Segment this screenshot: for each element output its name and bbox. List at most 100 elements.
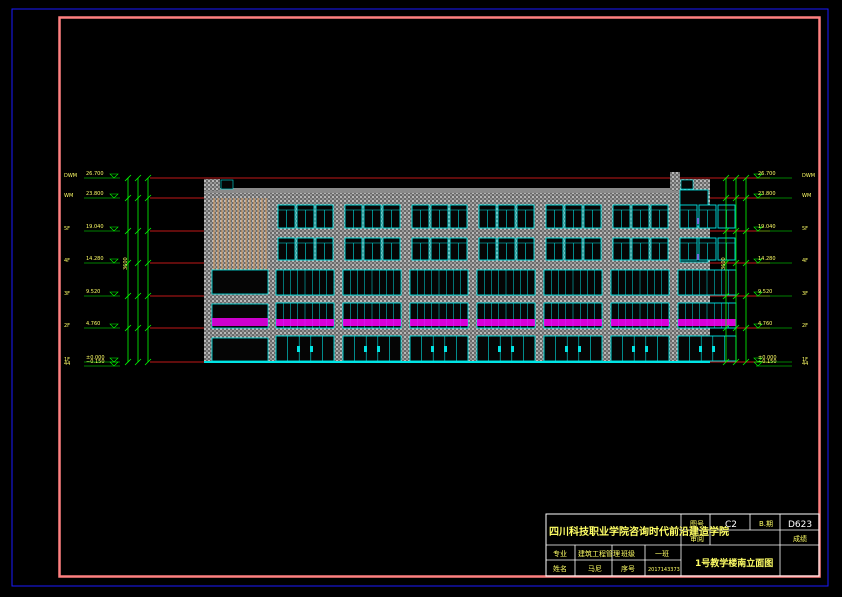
name-value: 马尼 [588, 565, 602, 573]
level-elevation: 23.800 [86, 191, 104, 197]
dimension-tick [144, 292, 152, 300]
door-handle [364, 346, 367, 352]
b-label: B.期 [759, 520, 773, 528]
level-elevation: 19.040 [758, 224, 776, 230]
storefront [610, 335, 670, 362]
balcony-rail [343, 319, 401, 326]
dimension-tick [134, 194, 142, 202]
level-name: 5F [802, 226, 808, 232]
major-value: 建筑工程管理 [578, 549, 620, 558]
dimension-tick [742, 358, 750, 366]
level-marker-icon [753, 323, 763, 329]
door-handle [712, 346, 715, 352]
level-marker-icon [109, 173, 119, 179]
door-handle [444, 346, 447, 352]
dimension-tick [134, 174, 142, 182]
dimension-tick [732, 358, 740, 366]
balcony-rail [678, 319, 736, 326]
level-name: WM [64, 193, 73, 199]
level-name: DWM [802, 173, 815, 179]
door-handle [377, 346, 380, 352]
dimension-tick [134, 227, 142, 235]
level-name: 2F [802, 323, 808, 329]
level-marker-icon [109, 291, 119, 297]
level-elevation: 26.700 [758, 171, 776, 177]
balcony-rail [611, 319, 669, 326]
level-marker-icon [109, 226, 119, 232]
dimension-tick [742, 259, 750, 267]
level-elevation: 4.760 [86, 321, 100, 327]
facade-elements [211, 179, 737, 362]
level-marker-icon [753, 258, 763, 264]
door-handle [565, 346, 568, 352]
door-handle [632, 346, 635, 352]
dimension-tick [144, 324, 152, 332]
dimension-tick [124, 324, 132, 332]
door-handle [431, 346, 434, 352]
door-handle [297, 346, 300, 352]
outer-frame [11, 8, 829, 587]
level-elevation: 26.700 [86, 171, 104, 177]
level-elevation: 9.520 [758, 289, 772, 295]
grade-value: 一班 [655, 549, 669, 558]
dimension-tick [722, 292, 730, 300]
door-handle [310, 346, 313, 352]
level-marker-icon [109, 193, 119, 199]
school-name: 四川科技职业学院咨询时代前沿建造学院 [549, 525, 729, 538]
roof-window [680, 179, 694, 190]
balcony-rail [212, 318, 268, 326]
level-name: 2F [64, 323, 70, 329]
dimension-tick [732, 174, 740, 182]
dimension-tick [732, 292, 740, 300]
level-marker-icon [753, 226, 763, 232]
shenyue-label: 审阅 [690, 534, 704, 543]
level-marker-icon [109, 258, 119, 264]
dimension-tick [144, 227, 152, 235]
level-marker-icon [109, 357, 119, 363]
building-elevation [204, 172, 737, 363]
dimension-mid-label: 3600 [123, 257, 129, 270]
page-border [58, 16, 821, 578]
balcony-rail [477, 319, 535, 326]
storefront [275, 335, 335, 362]
balcony-rail [276, 319, 334, 326]
seq-label: 序号 [621, 564, 635, 573]
ground-strip [204, 361, 710, 363]
dimension-tick [732, 227, 740, 235]
storefront [476, 335, 536, 362]
chengji-label: 成绩 [793, 534, 807, 543]
level-elevation: −0.150 [86, 359, 105, 365]
dimension-tick [134, 324, 142, 332]
balcony-rail [544, 319, 602, 326]
storefront [677, 335, 737, 362]
dimension-tick [732, 324, 740, 332]
door-handle [511, 346, 514, 352]
dimension-tick [732, 194, 740, 202]
tuhao-label: 图号 [690, 520, 704, 528]
roof-window [220, 179, 234, 190]
dimension-tick [144, 358, 152, 366]
level-name: 3F [64, 291, 70, 297]
level-elevation: 14.280 [758, 256, 776, 262]
level-elevation: 4.760 [758, 321, 772, 327]
storefront [409, 335, 469, 362]
dimension-tick [722, 227, 730, 235]
door-handle [578, 346, 581, 352]
level-elevation: −0.150 [758, 359, 777, 365]
dimension-tick [722, 358, 730, 366]
dimension-tick [742, 194, 750, 202]
dimension-tick [124, 227, 132, 235]
dimension-tick [124, 358, 132, 366]
dimension-tick [134, 292, 142, 300]
left-roof-block [204, 179, 220, 191]
dimension-tick [124, 194, 132, 202]
dimension-tick [124, 174, 132, 182]
level-elevation: ±0.000 [758, 355, 777, 361]
door-handle [645, 346, 648, 352]
level-name: 44 [64, 361, 70, 367]
dimension-mid-label: 3600 [721, 257, 727, 270]
door-handle [699, 346, 702, 352]
dimension-tick [144, 194, 152, 202]
level-elevation: ±0.000 [86, 355, 105, 361]
